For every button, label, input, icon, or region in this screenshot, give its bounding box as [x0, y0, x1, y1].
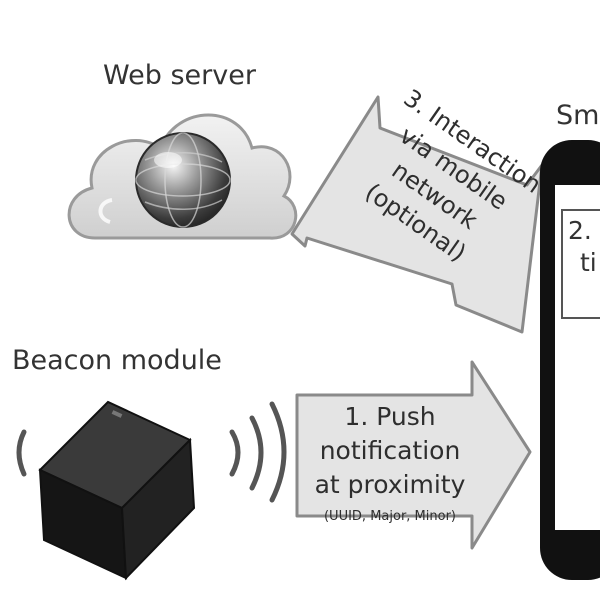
phone-box-line-1: 2.: [568, 216, 592, 245]
push-line-3: at proximity: [314, 470, 466, 499]
push-line-1: 1. Push: [344, 402, 436, 431]
push-identifiers: (UUID, Major, Minor): [323, 509, 456, 524]
signal-waves-icon: [16, 401, 287, 503]
web-server-label: Web server: [103, 60, 256, 91]
beacon-module-label: Beacon module: [12, 345, 222, 376]
smartphone-icon: [540, 140, 600, 580]
beacon-device-icon: [38, 400, 196, 581]
phone-box-line-2: ti: [580, 248, 597, 277]
globe-icon: [135, 132, 231, 228]
interaction-arrow: [290, 95, 544, 334]
push-line-2: notification: [319, 436, 461, 465]
push-arrow-text: 1. Push notification at proximity (UUID,…: [300, 400, 480, 526]
push-arrow: [295, 360, 532, 550]
smartphone-label: Sm: [556, 100, 600, 131]
